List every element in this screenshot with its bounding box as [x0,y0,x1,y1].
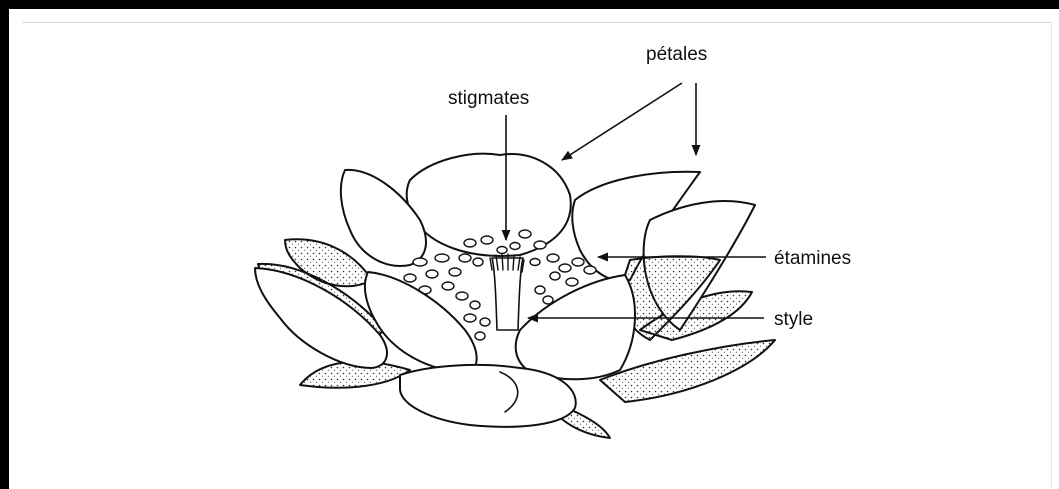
petals-pointer-left [562,83,682,160]
flower-drawing [255,154,775,438]
front-center-base [400,365,576,427]
label-style: style [774,309,813,330]
label-petals: pétales [646,44,707,65]
front-inner-right-petal [516,275,635,379]
label-stigmas: stigmates [448,88,529,109]
label-stamens: étamines [774,248,851,269]
